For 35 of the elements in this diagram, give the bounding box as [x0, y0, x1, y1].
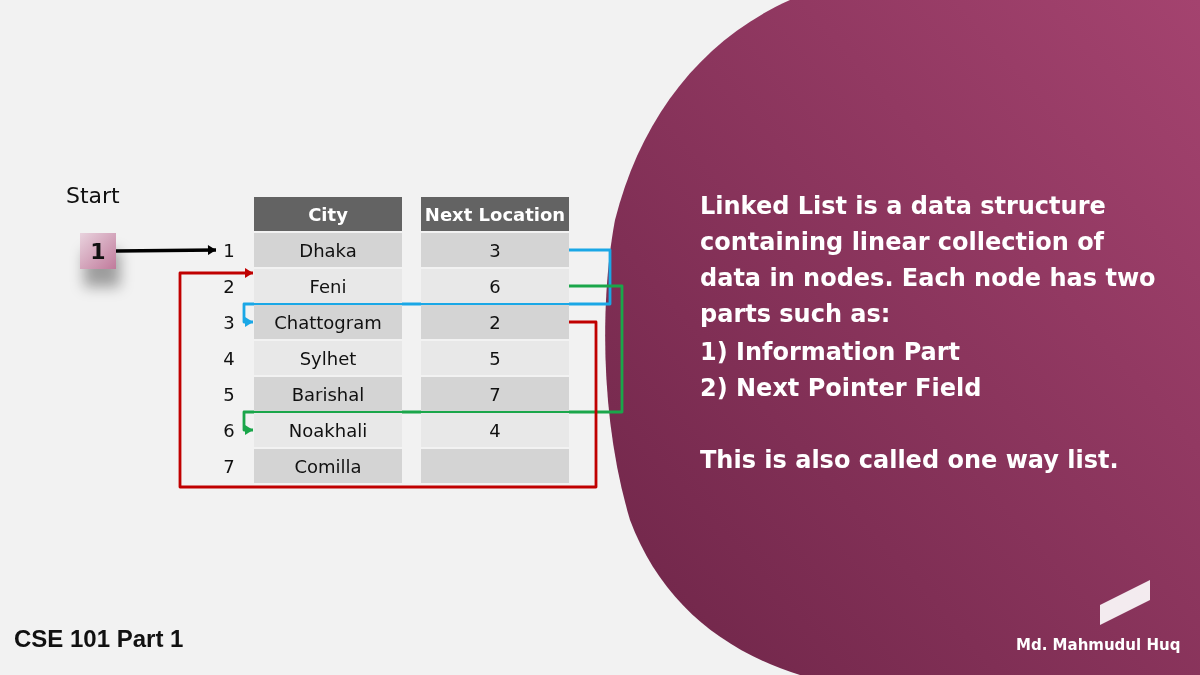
table-cell: Chattogram — [254, 305, 402, 339]
row-number: 2 — [222, 274, 236, 299]
description-paragraph: Linked List is a data structure containing linear collection of data in nodes. Each node has two parts such as: — [700, 191, 1157, 330]
list-item: 1) Information Part — [700, 337, 962, 368]
table-cell: 5 — [421, 341, 569, 375]
arrow — [116, 245, 216, 256]
table-cell: Comilla — [254, 449, 402, 483]
arrow — [178, 268, 598, 489]
table-cell: 4 — [421, 413, 569, 447]
slide-footer-title: CSE 101 Part 1 — [14, 625, 184, 653]
row-number: 1 — [218, 233, 240, 267]
row-number: 7 — [222, 454, 236, 479]
table-cell: 3 — [421, 233, 569, 267]
row-number: 4 — [222, 346, 236, 371]
empty-table-cell — [421, 449, 569, 483]
list-item: 2) Next Pointer Field — [700, 373, 983, 404]
table-cell: 6 — [421, 269, 569, 303]
row-number: 6 — [222, 418, 236, 443]
note-text: This is also called one way list. — [700, 445, 1120, 476]
table-cell: Feni — [254, 269, 402, 303]
row-number: 5 — [222, 382, 236, 407]
table-header-cell: City — [254, 197, 402, 231]
table-cell: 7 — [421, 377, 569, 411]
row-number: 3 — [222, 310, 236, 335]
start-box: 1 — [80, 233, 116, 269]
arrow — [242, 248, 612, 327]
arrow — [242, 284, 624, 435]
table-header-cell: Next Location — [421, 197, 569, 231]
table-cell: Dhaka — [254, 233, 402, 267]
author-name: Md. Mahmudul Huq — [1016, 636, 1181, 654]
start-label: Start — [66, 183, 120, 208]
table-cell: Sylhet — [254, 341, 402, 375]
table-cell: Noakhali — [254, 413, 402, 447]
table-cell: 2 — [421, 305, 569, 339]
table-cell: Barishal — [254, 377, 402, 411]
